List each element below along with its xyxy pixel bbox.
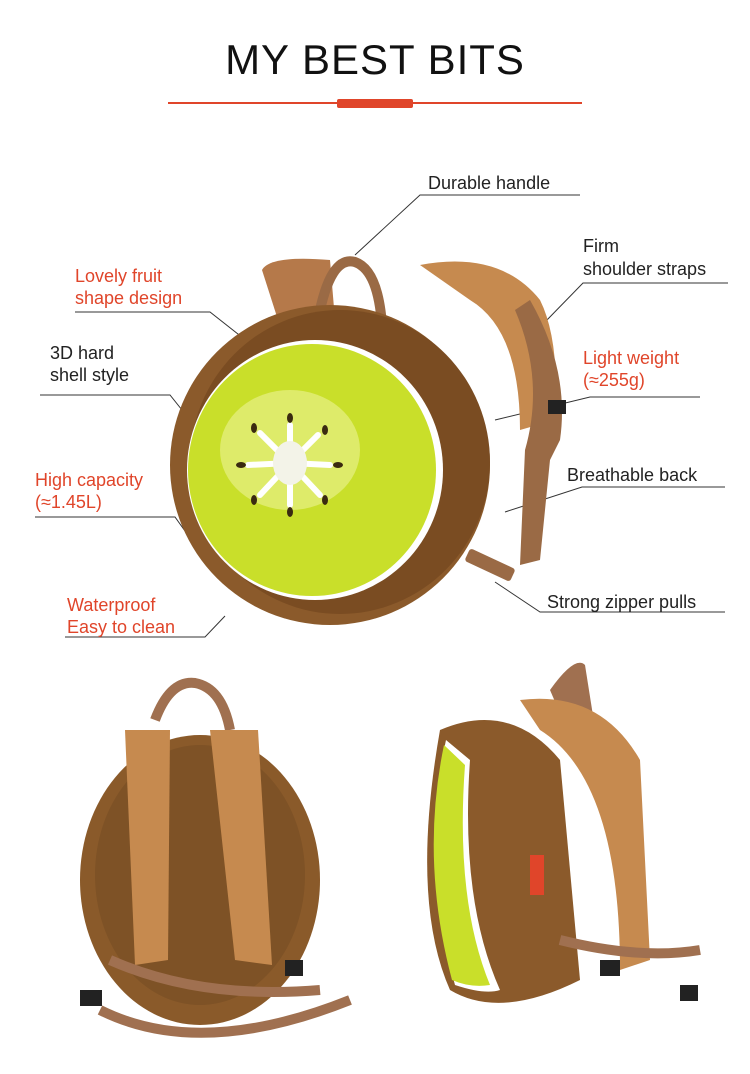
callout-lovely-fruit: Lovely fruit <box>75 266 163 286</box>
callout-light-weight: Light weight <box>583 348 680 368</box>
backpack-back <box>80 677 352 1038</box>
callout-waterproof: Waterproof <box>67 595 156 615</box>
callout-zipper-pulls: Strong zipper pulls <box>547 592 697 612</box>
callout-shape-design: shape design <box>75 288 183 308</box>
callout-capacity-value: (≈1.45L) <box>35 492 102 512</box>
callout-breathable-back: Breathable back <box>567 465 698 485</box>
backpack-side <box>427 662 701 1003</box>
page-title: MY BEST BITS <box>225 36 525 83</box>
callout-shell-style: shell style <box>50 365 130 385</box>
callout-durable-handle: Durable handle <box>428 173 551 193</box>
callout-high-capacity: High capacity <box>35 470 144 490</box>
callout-firm: Firm <box>583 236 619 256</box>
callout-3d-hard: 3D hard <box>50 343 115 363</box>
callout-easy-to-clean: Easy to clean <box>67 617 176 637</box>
title-underline-accent <box>337 99 413 108</box>
backpack-front <box>170 256 566 625</box>
callout-weight-value: (≈255g) <box>583 370 645 390</box>
callout-shoulder-straps: shoulder straps <box>583 259 707 279</box>
